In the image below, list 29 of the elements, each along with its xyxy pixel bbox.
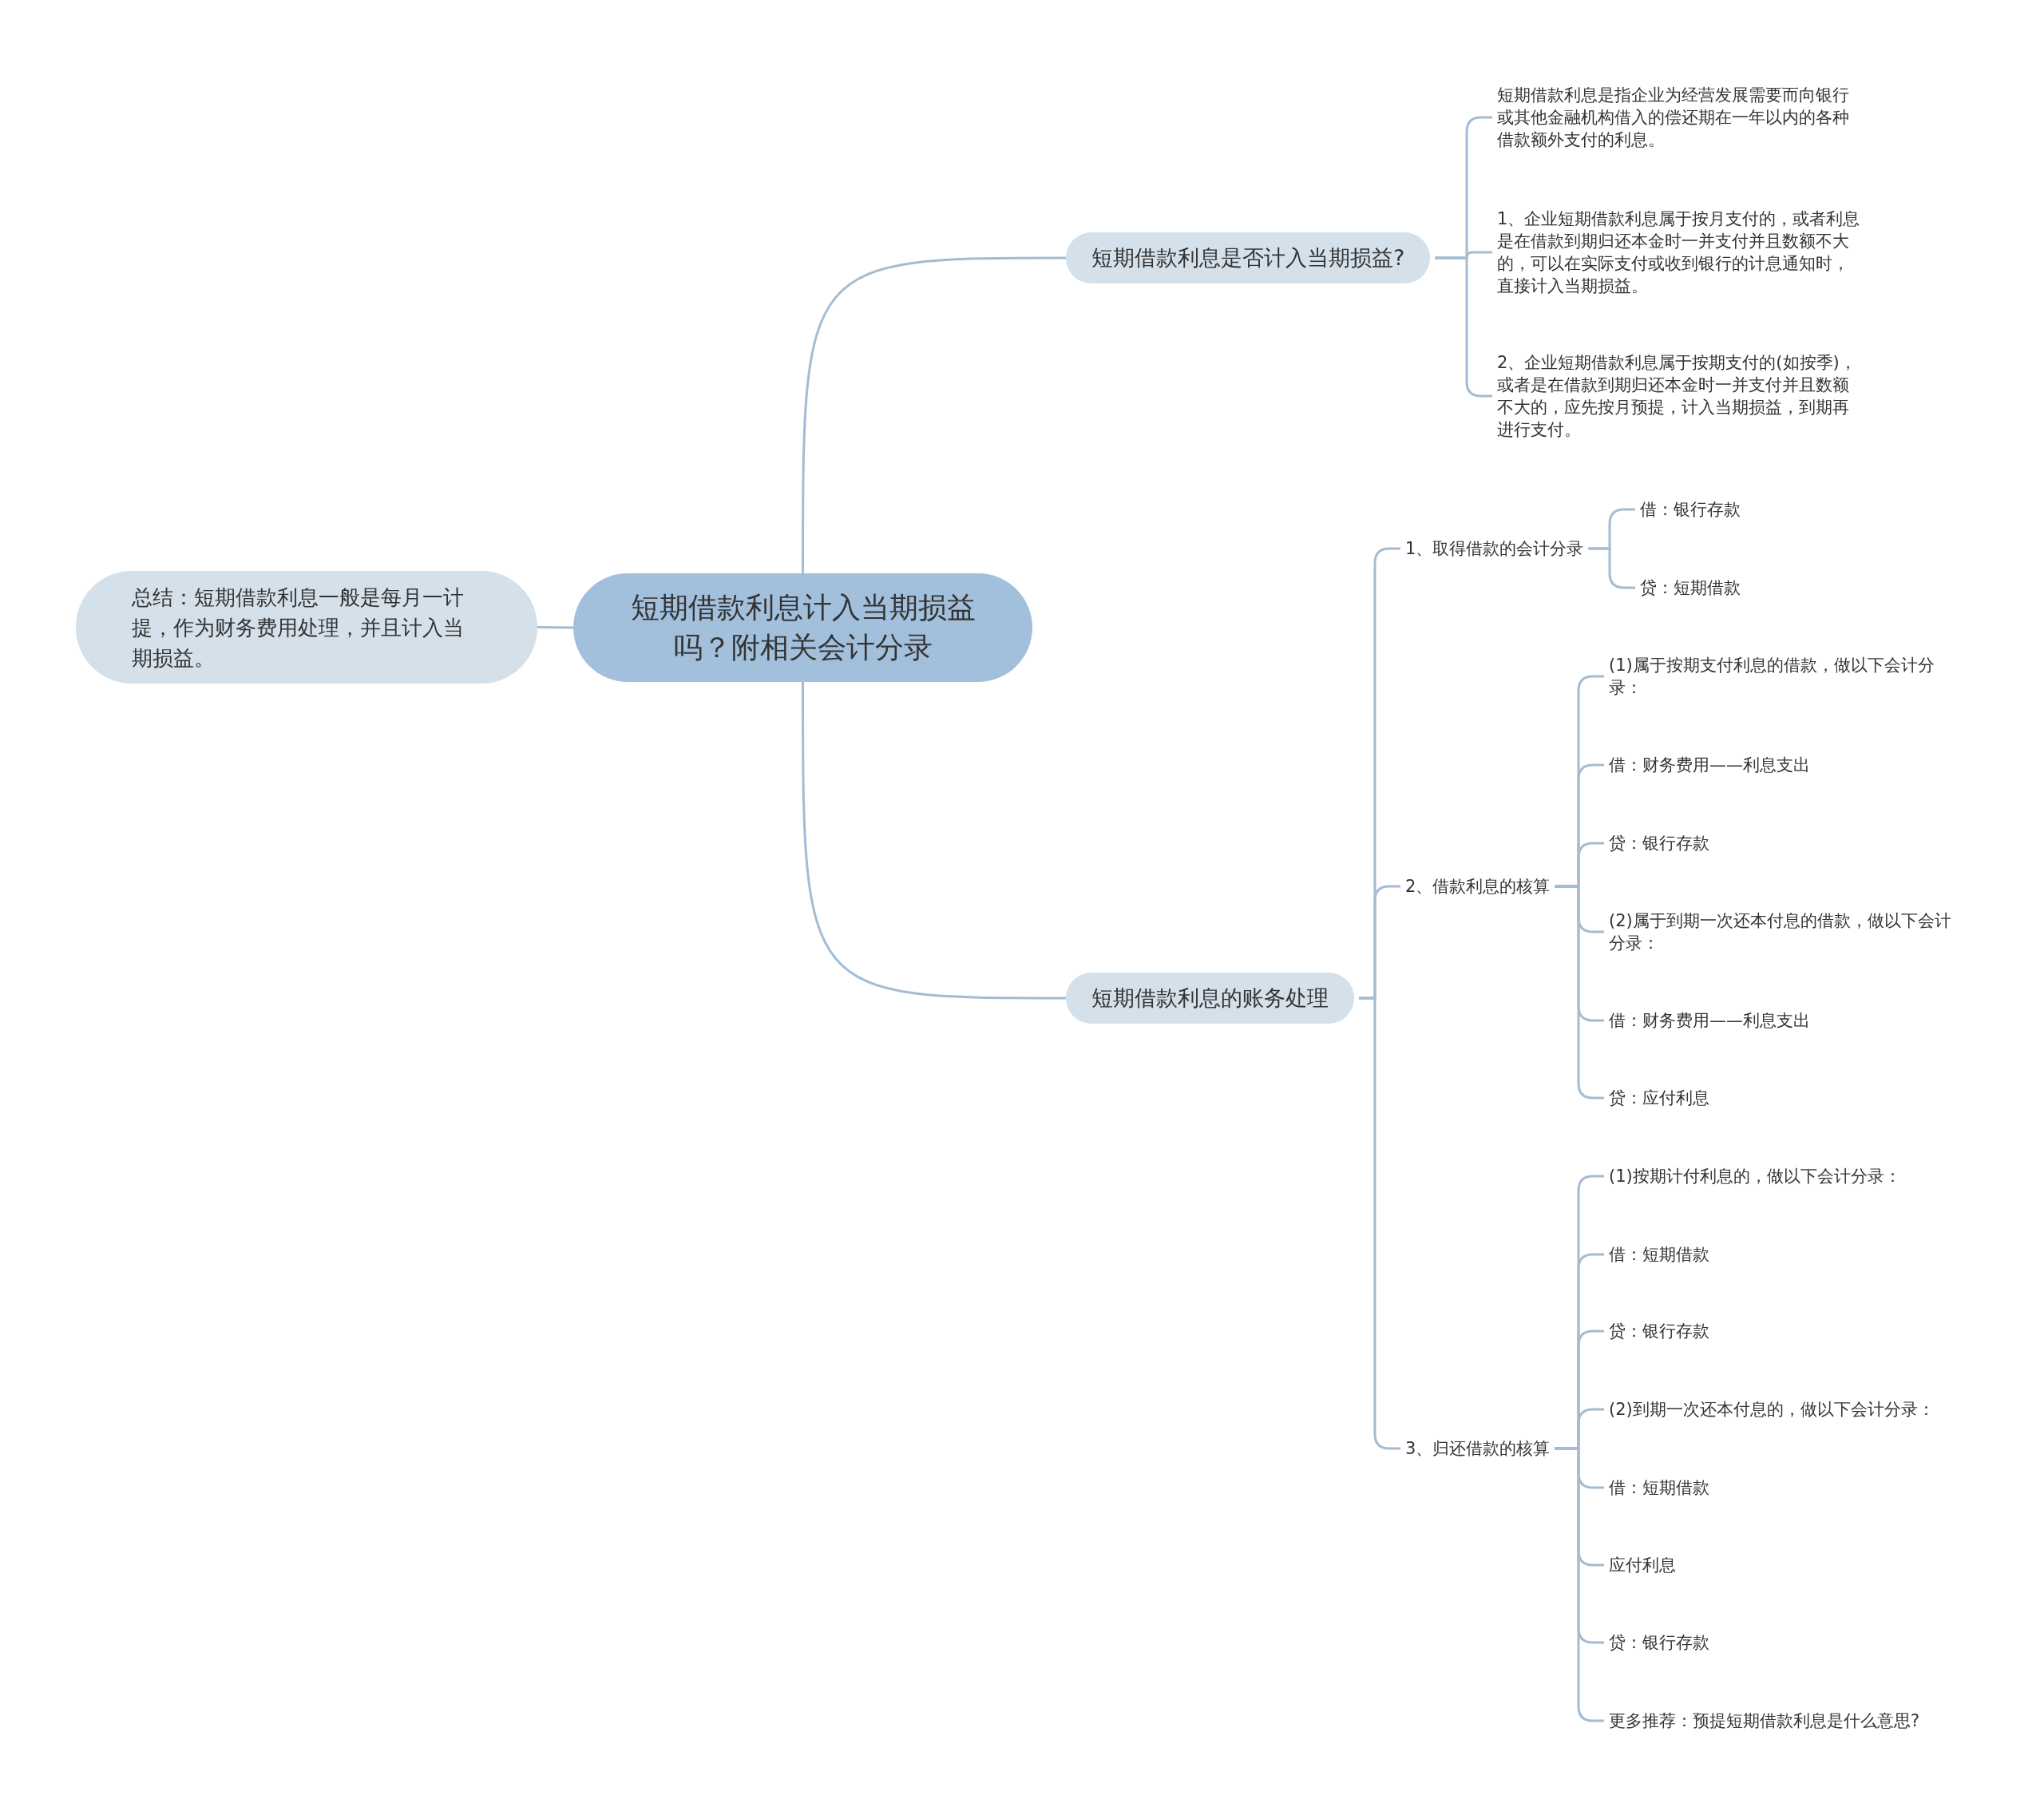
central-topic-bubble: 短期借款利息计入当期损益吗？附相关会计分录: [573, 573, 1032, 682]
subtopic-text: 借：财务费用——利息支出: [1609, 1009, 1810, 1032]
subtopic-text: 借：短期借款: [1609, 1243, 1709, 1266]
subtopic-text: (2)到期一次还本付息的，做以下会计分录：: [1609, 1398, 1935, 1421]
subtopic-text: 短期借款利息是指企业为经营发展需要而向银行或其他金融机构借入的偿还期在一年以内的各种借款额外支付的利息。: [1497, 84, 1864, 151]
connector-line: [537, 626, 573, 629]
subtopic-text: 贷：银行存款: [1609, 1631, 1709, 1654]
subtopic-text: 贷：短期借款: [1640, 577, 1741, 599]
connector-line: [802, 682, 1066, 1000]
subtopic-text: 借：短期借款: [1609, 1476, 1709, 1499]
subtopic-text: 1、取得借款的会计分录: [1405, 537, 1584, 560]
subtopic-text: 贷：应付利息: [1609, 1087, 1709, 1109]
subtopic-text: 更多推荐：预提短期借款利息是什么意思?: [1609, 1710, 1920, 1732]
topic-bubble: 短期借款利息的账务处理: [1066, 973, 1354, 1024]
subtopic-text: 2、企业短期借款利息属于按期支付的(如按季)，或者是在借款到期归还本金时一并支付并且数额不大的，应先按月预提，计入当期损益，到期再进行支付。: [1497, 351, 1864, 441]
subtopic-text: (2)属于到期一次还本付息的借款，做以下会计分录：: [1609, 909, 1952, 954]
subtopic-text: (1)属于按期支付利息的借款，做以下会计分录：: [1609, 654, 1952, 699]
topic-bubble: 短期借款利息是否计入当期损益?: [1066, 232, 1431, 283]
subtopic-text: 贷：银行存款: [1609, 832, 1709, 854]
subtopic-text: 借：财务费用——利息支出: [1609, 754, 1810, 776]
subtopic-text: 1、企业短期借款利息属于按月支付的，或者利息是在借款到期归还本金时一并支付并且数额不大的，可以在实际支付或收到银行的计息通知时，直接计入当期损益。: [1497, 208, 1864, 297]
subtopic-text: 贷：银行存款: [1609, 1320, 1709, 1342]
subtopic-text: 2、借款利息的核算: [1405, 875, 1551, 898]
subtopic-text: 应付利息: [1609, 1554, 1676, 1576]
summary-bubble: 总结：短期借款利息一般是每月一计提，作为财务费用处理，并且计入当期损益。: [76, 571, 537, 684]
subtopic-text: (1)按期计付利息的，做以下会计分录：: [1609, 1165, 1901, 1187]
subtopic-text: 借：银行存款: [1640, 498, 1741, 521]
subtopic-text: 3、归还借款的核算: [1405, 1437, 1551, 1460]
connector-line: [802, 256, 1066, 573]
